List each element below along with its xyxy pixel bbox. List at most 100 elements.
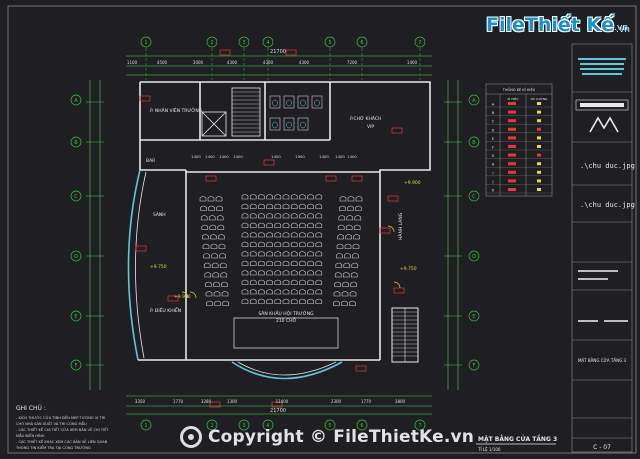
- bottom-dimension-label: 3800: [395, 399, 406, 404]
- seat: [222, 300, 229, 306]
- bottom-dimension-chain: [126, 395, 432, 415]
- seat: [282, 213, 290, 219]
- grid-bubble-bottom-label: 7: [418, 423, 421, 429]
- seat: [299, 222, 306, 228]
- grid-bubble-top-label: 6: [360, 40, 363, 46]
- plan-title: MẶT BẰNG CỬA TẦNG 3: [478, 434, 557, 443]
- seat: [258, 232, 265, 238]
- toilet-fixture: [272, 121, 278, 129]
- room-label-hanh-lang: HÀNH LANG: [397, 212, 404, 240]
- seat: [266, 232, 273, 238]
- seat: [315, 241, 323, 247]
- seat: [274, 270, 282, 276]
- seat: [241, 194, 249, 200]
- seat: [290, 251, 298, 257]
- site-logo[interactable]: FileThiết Kế .vn: [486, 10, 632, 40]
- grid-bubble-right: [468, 250, 480, 262]
- seat: [299, 194, 306, 200]
- seat: [210, 234, 217, 240]
- seat: [335, 262, 343, 268]
- seat: [299, 279, 306, 285]
- seat: [207, 196, 215, 202]
- seat: [266, 194, 273, 200]
- seat: [205, 291, 213, 297]
- top-dimension-label: 4300: [299, 60, 310, 65]
- toilet-fixture: [286, 99, 292, 107]
- seat: [315, 232, 323, 238]
- seat: [216, 205, 223, 211]
- seat: [258, 213, 265, 219]
- grid-bubble-right-label: D: [472, 254, 476, 260]
- stair-right: [391, 307, 419, 363]
- seat: [203, 262, 211, 268]
- seat: [217, 224, 225, 230]
- seat: [350, 281, 357, 287]
- grid-bubble-top-label: 5: [328, 40, 331, 46]
- door-tag: [379, 227, 391, 234]
- door-tag: [355, 365, 367, 372]
- inner-dimension-label: 1400: [335, 154, 345, 159]
- legend-row-symbol: E: [492, 137, 494, 141]
- plan-scale: TỈ LỆ 1/100: [477, 447, 501, 452]
- seat: [349, 291, 357, 297]
- title-block-info-lines: [578, 270, 628, 322]
- grid-bubble-bottom-label: 5: [328, 423, 331, 429]
- seat: [282, 270, 290, 276]
- legend-col-symbol: KÍ HIỆU: [507, 96, 518, 101]
- seat: [282, 232, 290, 238]
- seat: [204, 272, 212, 278]
- logo-brand: FileThiết Kế: [486, 14, 615, 36]
- door-swing: [393, 281, 401, 289]
- inner-dimension-label: 1400: [205, 154, 215, 159]
- seat: [249, 279, 257, 285]
- grid-bubble-right-label: A: [472, 98, 476, 104]
- grid-bubble-left: [70, 359, 82, 371]
- legend-title: THỐNG KÊ KÍ HIỆU: [502, 87, 536, 92]
- toilet-fixture: [300, 121, 306, 129]
- legend-table: [485, 83, 553, 197]
- seat: [274, 194, 282, 200]
- grid-bubble-left: [70, 190, 82, 202]
- seat: [221, 291, 229, 297]
- seat: [339, 205, 346, 211]
- right-dimension-chain: [444, 80, 462, 390]
- seat: [249, 289, 257, 295]
- seat: [274, 232, 282, 238]
- top-dimension-label: 3000: [193, 60, 204, 65]
- legend-row-swatch: [508, 188, 516, 191]
- seat: [220, 272, 228, 278]
- toilet-stall: [269, 95, 281, 109]
- seat: [249, 251, 257, 257]
- room-label-cho-khach-sub: VIP: [367, 124, 374, 130]
- logo-tld: .vn: [615, 24, 629, 34]
- legend-row-count-mark: [537, 162, 541, 166]
- top-dimension-label: 1100: [127, 60, 138, 65]
- grid-bubble-bottom: [414, 419, 426, 431]
- seat: [345, 234, 352, 240]
- grid-bubble-left-label: C: [74, 194, 78, 200]
- seat: [266, 251, 273, 257]
- seat: [274, 251, 282, 257]
- legend-col-count: SỐ LƯỢNG: [531, 96, 548, 101]
- seat: [290, 260, 298, 266]
- seat: [290, 213, 298, 219]
- seat: [258, 222, 265, 228]
- door-tag: [205, 175, 217, 182]
- grid-bubble-left-label: B: [74, 140, 78, 146]
- seat: [216, 215, 224, 221]
- legend-row-count-mark: [537, 179, 541, 183]
- door-tag: [285, 49, 297, 56]
- legend-row-swatch: [508, 170, 516, 174]
- stage-curve-inner: [237, 361, 337, 376]
- inner-dimension-label: 1400: [233, 154, 243, 159]
- seat: [258, 241, 265, 247]
- legend-row-swatch: [508, 136, 516, 140]
- seat: [315, 213, 323, 219]
- grid-bubble-bottom-label: 3: [242, 423, 245, 429]
- stair-treads: [392, 311, 418, 357]
- seat: [315, 260, 323, 266]
